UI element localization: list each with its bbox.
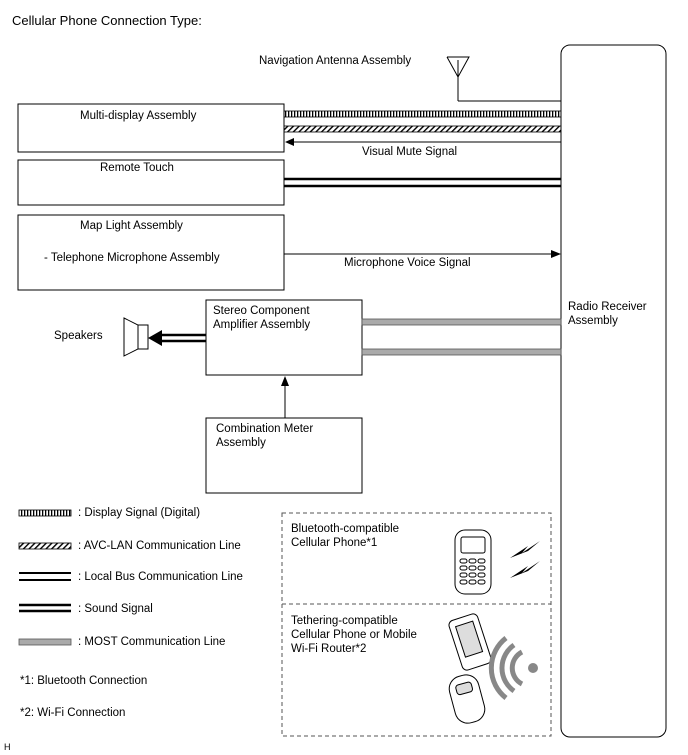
combination-meter-box <box>205 417 363 494</box>
tethering-device-label-3: Wi-Fi Router*2 <box>291 643 367 655</box>
note-wifi: *2: Wi-Fi Connection <box>20 707 126 719</box>
multi-display-label: Multi-display Assembly <box>80 110 197 122</box>
avc-lan-line <box>283 125 562 133</box>
antenna-icon <box>446 56 561 102</box>
visual-mute-label: Visual Mute Signal <box>362 146 458 158</box>
legend-most-label: : MOST Communication Line <box>78 636 226 648</box>
mic-voice-label: Microphone Voice Signal <box>344 257 471 269</box>
wifi-router-icon <box>448 674 486 724</box>
legend-sound-label: : Sound Signal <box>78 603 153 615</box>
bluetooth-phone-icon <box>454 529 492 595</box>
combination-meter-label-1: Combination Meter <box>216 423 314 435</box>
bluetooth-device-label-1: Bluetooth-compatible <box>291 523 400 535</box>
devices-dashed-box <box>281 512 552 737</box>
nav-antenna-label: Navigation Antenna Assembly <box>259 55 412 67</box>
radio-receiver-label-2: Assembly <box>568 315 618 327</box>
legend-localbus-symbol <box>19 572 71 581</box>
legend-display-symbol <box>18 509 72 517</box>
speakers-label: Speakers <box>54 330 103 342</box>
legend-most-symbol <box>18 638 72 646</box>
page-title: Cellular Phone Connection Type: <box>12 13 202 28</box>
local-bus-line <box>284 177 561 188</box>
legend-localbus-label: : Local Bus Communication Line <box>78 571 243 583</box>
visual-mute-arrow <box>285 138 561 146</box>
tethering-device-label-2: Cellular Phone or Mobile <box>291 629 417 641</box>
combination-meter-label-2: Assembly <box>216 437 266 449</box>
remote-touch-label: Remote Touch <box>100 162 174 174</box>
smartphone-icon <box>448 613 492 671</box>
wireless-bolt-icon <box>510 541 540 578</box>
map-light-box <box>17 214 285 291</box>
wifi-signal-icon <box>488 636 538 700</box>
display-signal-line <box>283 110 562 118</box>
stereo-amp-label-1: Stereo Component <box>213 305 310 317</box>
map-light-label: Map Light Assembly <box>80 220 183 232</box>
radio-receiver-label-1: Radio Receiver <box>568 301 647 313</box>
legend-avc-label: : AVC-LAN Communication Line <box>78 540 241 552</box>
remote-touch-box <box>17 159 285 206</box>
tethering-device-label-1: Tethering-compatible <box>291 615 398 627</box>
multi-display-box <box>17 103 285 153</box>
corner-code: H <box>4 742 11 752</box>
speaker-icon <box>123 317 149 357</box>
note-bluetooth: *1: Bluetooth Connection <box>20 675 148 687</box>
legend-display-label: : Display Signal (Digital) <box>78 507 201 519</box>
mic-label: - Telephone Microphone Assembly <box>44 252 220 264</box>
mic-voice-arrow <box>284 250 561 258</box>
bluetooth-device-label-2: Cellular Phone*1 <box>291 537 378 549</box>
radio-receiver-box <box>560 44 667 738</box>
most-line-1 <box>361 318 562 326</box>
legend-avc-symbol <box>18 542 72 550</box>
legend-sound-symbol <box>19 603 71 613</box>
stereo-amp-label-2: Amplifier Assembly <box>213 319 311 331</box>
most-line-2 <box>361 348 562 356</box>
meter-to-amp-arrow <box>281 376 289 418</box>
sound-signal-arrow <box>148 330 206 346</box>
stereo-amp-box <box>205 299 363 376</box>
